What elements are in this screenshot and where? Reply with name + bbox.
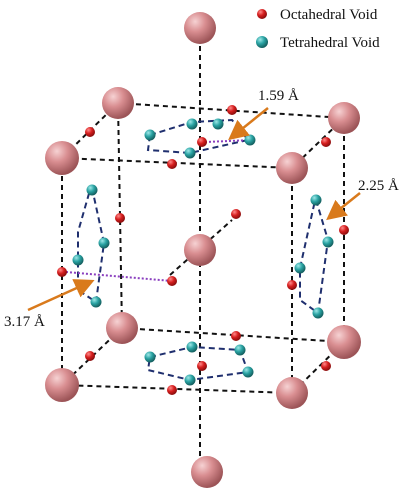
tetrahedral-void <box>90 296 102 308</box>
tetrahedral-void <box>72 254 84 266</box>
octahedral-void <box>231 209 241 219</box>
octahedral-void <box>57 267 67 277</box>
tet-ring-right <box>299 196 330 315</box>
octahedral-void <box>231 331 241 341</box>
tetrahedral-void <box>184 374 196 386</box>
host-atom <box>106 312 138 344</box>
tetrahedral-void <box>86 184 98 196</box>
tetrahedral-void <box>244 134 256 146</box>
octahedral-void <box>167 276 177 286</box>
host-atom-top-apex <box>184 12 216 44</box>
tetrahedral-void <box>186 118 198 130</box>
host-atom-bottom-apex <box>191 456 223 488</box>
octahedral-voids <box>57 105 349 395</box>
arrow-top <box>228 107 269 141</box>
distance-label-top: 1.59 Å <box>258 88 299 104</box>
octahedral-void <box>321 137 331 147</box>
host-atom <box>45 368 79 402</box>
octahedral-void <box>197 361 207 371</box>
tetrahedral-void <box>234 344 246 356</box>
octahedral-void <box>167 385 177 395</box>
legend: Octahedral Void Tetrahedral Void <box>256 7 380 51</box>
host-atom <box>45 141 79 175</box>
octahedral-void <box>197 137 207 147</box>
octahedral-void <box>115 213 125 223</box>
distance-label-right: 2.25 Å <box>358 178 399 194</box>
tetrahedral-void <box>212 118 224 130</box>
arrows <box>27 107 361 312</box>
legend-octahedral-swatch <box>257 9 267 19</box>
host-atom <box>328 102 360 134</box>
distance-marker-left <box>65 271 173 282</box>
tetrahedral-void <box>144 351 156 363</box>
host-atom <box>276 377 308 409</box>
legend-tetrahedral-swatch <box>256 36 268 48</box>
tetrahedral-void <box>184 147 196 159</box>
tetrahedral-void <box>242 366 254 378</box>
host-atom <box>102 87 134 119</box>
tetrahedral-void <box>186 341 198 353</box>
tetrahedral-void <box>322 236 334 248</box>
octahedral-void <box>339 225 349 235</box>
legend-tetrahedral-label: Tetrahedral Void <box>280 35 380 51</box>
middle-layer-bond <box>169 219 233 276</box>
tetrahedral-void <box>294 262 306 274</box>
host-atom-center <box>184 234 216 266</box>
octahedral-void <box>85 127 95 137</box>
arrow-left <box>27 279 95 312</box>
arrow-right <box>326 192 361 221</box>
tetrahedral-void <box>98 237 110 249</box>
octahedral-void <box>227 105 237 115</box>
host-atom <box>327 325 361 359</box>
host-atoms <box>45 12 361 488</box>
octahedral-void <box>167 159 177 169</box>
octahedral-void <box>85 351 95 361</box>
octahedral-void <box>321 361 331 371</box>
tetrahedral-void <box>310 194 322 206</box>
distance-label-left: 3.17 Å <box>4 314 45 330</box>
tetrahedral-void <box>144 129 156 141</box>
distance-markers <box>65 139 253 282</box>
octahedral-void <box>287 280 297 290</box>
host-atom <box>276 152 308 184</box>
tetrahedral-void <box>312 307 324 319</box>
legend-octahedral-label: Octahedral Void <box>280 7 378 23</box>
bottom-face-edges <box>59 327 347 395</box>
